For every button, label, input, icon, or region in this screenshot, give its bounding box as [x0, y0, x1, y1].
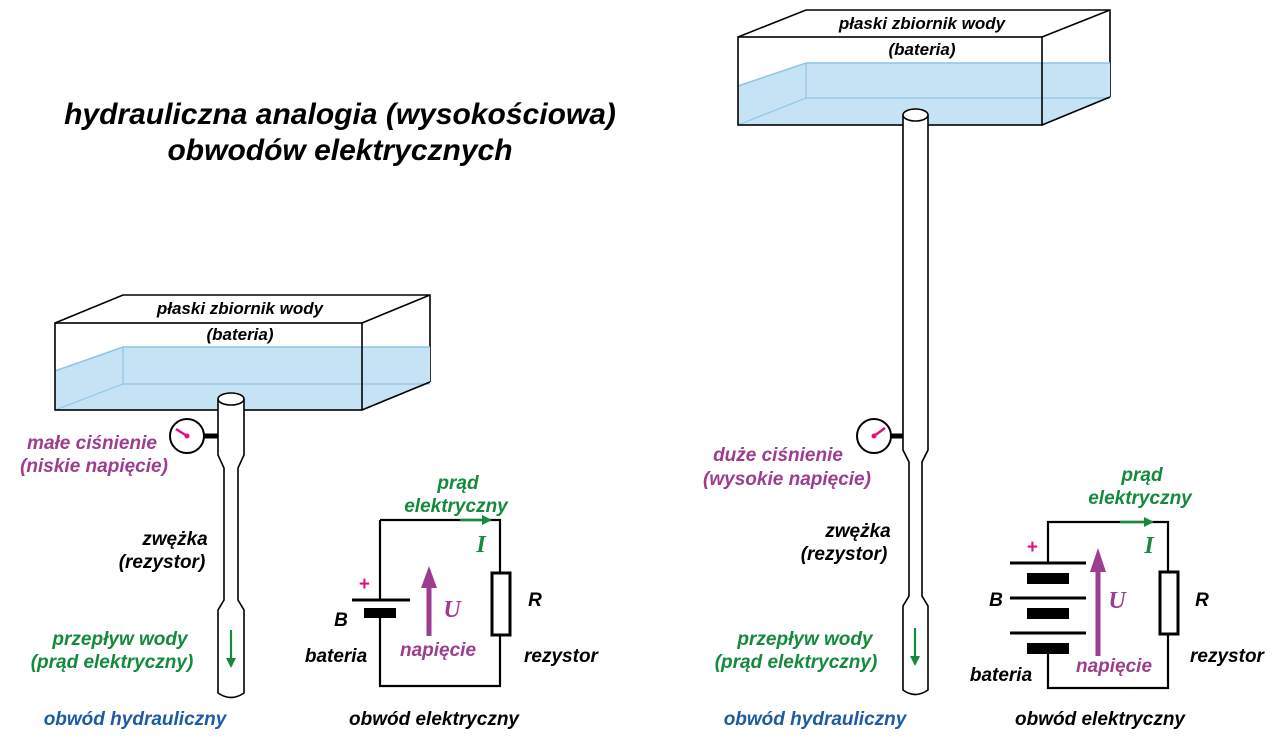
left-narrowing-label-2: (rezystor): [119, 552, 206, 573]
left-current-label-1: prąd: [436, 473, 479, 494]
left-electric-circuit: prąd elektryczny I + B bateria U napięci…: [305, 473, 600, 730]
left-voltage-label: napięcie: [400, 640, 476, 661]
title-line-1: hydrauliczna analogia (wysokościowa): [64, 98, 616, 131]
left-battery-negative-plate: [364, 608, 396, 618]
left-pressure-label-2: (niskie napięcie): [20, 456, 168, 477]
left-resistor: [490, 571, 512, 637]
left-current-symbol: I: [475, 532, 487, 558]
right-current-label-1: prąd: [1120, 465, 1163, 486]
title-line-2: obwodów elektrycznych: [167, 134, 512, 167]
right-pressure-label-2: (wysokie napięcie): [703, 469, 871, 490]
left-battery-label: bateria: [305, 646, 368, 667]
left-narrowing-label-1: zwężka: [141, 529, 208, 550]
right-water: [738, 63, 1110, 125]
left-hydraulic-circuit: płaski zbiornik wody (bateria) małe ciśn…: [20, 294, 431, 730]
left-plus-sign: +: [358, 574, 369, 595]
right-flow-label-1: przepływ wody: [736, 629, 874, 650]
left-current-label-2: elektryczny: [404, 496, 509, 517]
right-electric-circuit: prąd elektryczny I + B bateria U napięci…: [970, 465, 1266, 730]
right-caption-hydraulic: obwód hydrauliczny: [724, 709, 908, 730]
right-pipe: [902, 115, 929, 696]
right-voltage-arrow: [1090, 548, 1106, 656]
left-voltage-arrow: [421, 566, 437, 636]
left-water: [55, 347, 430, 410]
left-battery-symbol: B: [334, 610, 348, 631]
right-battery-symbol: B: [989, 590, 1003, 611]
right-flow-label-2: (prąd elektryczny): [715, 652, 878, 673]
right-battery-stack: [1010, 561, 1086, 654]
right-current-label-2: elektryczny: [1088, 488, 1193, 509]
left-caption-hydraulic: obwód hydrauliczny: [44, 709, 228, 730]
left-flow-label-2: (prąd elektryczny): [31, 652, 194, 673]
left-resistor-label: rezystor: [524, 646, 600, 667]
left-pressure-label-1: małe ciśnienie: [27, 433, 157, 454]
right-narrowing-label-1: zwężka: [824, 521, 891, 542]
left-caption-electric: obwód elektryczny: [349, 709, 520, 730]
left-resistor-symbol: R: [528, 590, 542, 611]
left-voltage-symbol: U: [443, 597, 462, 623]
right-tank-label-1: płaski zbiornik wody: [838, 14, 1007, 33]
right-current-symbol: I: [1143, 533, 1155, 559]
right-battery-label: bateria: [970, 665, 1033, 686]
right-plus-sign: +: [1026, 537, 1037, 558]
right-voltage-label: napięcie: [1076, 656, 1152, 677]
left-tank-label-2: (bateria): [206, 325, 273, 344]
right-pressure-label-1: duże ciśnienie: [713, 445, 843, 466]
left-pipe: [217, 399, 245, 699]
right-narrowing-label-2: (rezystor): [801, 544, 888, 565]
right-resistor-symbol: R: [1195, 590, 1209, 611]
right-voltage-symbol: U: [1108, 588, 1127, 614]
right-hydraulic-circuit: płaski zbiornik wody (bateria) duże ciśn…: [703, 9, 1111, 730]
right-tank-label-2: (bateria): [888, 40, 955, 59]
right-resistor: [1158, 570, 1180, 636]
right-pressure-gauge: [856, 418, 903, 454]
left-flow-label-1: przepływ wody: [51, 629, 189, 650]
right-resistor-label: rezystor: [1190, 646, 1266, 667]
left-pressure-gauge: [169, 418, 218, 454]
left-tank-label-1: płaski zbiornik wody: [156, 299, 325, 318]
right-caption-electric: obwód elektryczny: [1015, 709, 1186, 730]
